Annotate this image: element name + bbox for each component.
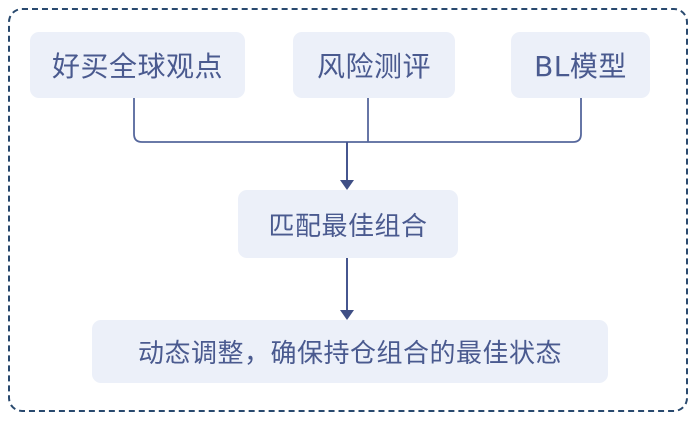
node-dynamic-adjustment[interactable]: 动态调整，确保持仓组合的最佳状态 [92, 320, 608, 383]
node-match-best-portfolio[interactable]: 匹配最佳组合 [238, 190, 458, 258]
node-risk-assessment[interactable]: 风险测评 [293, 32, 455, 98]
node-bl-model-label: BL模型 [534, 50, 627, 83]
node-global-view[interactable]: 好买全球观点 [30, 32, 245, 98]
node-bl-model[interactable]: BL模型 [511, 32, 650, 98]
node-risk-assessment-label: 风险测评 [316, 50, 431, 83]
dashed-container-frame [8, 8, 688, 412]
node-dynamic-adjustment-label: 动态调整，确保持仓组合的最佳状态 [137, 339, 562, 369]
node-global-view-label: 好买全球观点 [51, 50, 223, 83]
node-match-best-portfolio-label: 匹配最佳组合 [268, 211, 428, 242]
